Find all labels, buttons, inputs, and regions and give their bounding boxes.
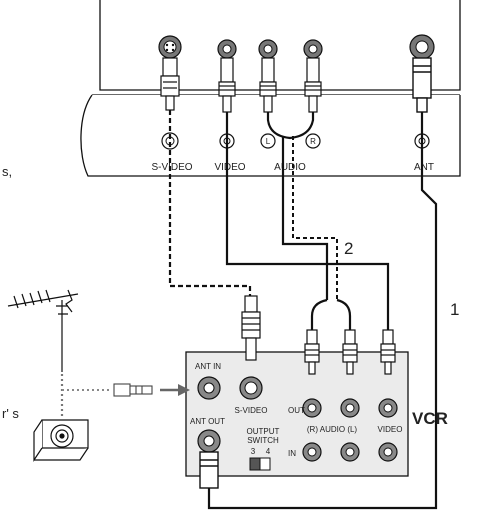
tv-audio-l-jack: L — [260, 133, 276, 149]
cable-2-solid — [281, 136, 329, 300]
switch-pos-4: 4 — [266, 447, 271, 456]
vcr-video-label: VIDEO — [378, 425, 403, 434]
vcr-ant-in-label: ANT IN — [195, 362, 221, 371]
tv-ant-jack-top — [409, 34, 435, 60]
tv-audio-r-plug — [304, 57, 322, 113]
vcr-out-label: OUT — [288, 406, 305, 415]
tv-audio-l-mark: L — [266, 137, 271, 146]
tv-audio-r-jack-top — [303, 39, 323, 59]
vcr-audio-r-plug — [304, 329, 320, 375]
audio-cable-vcr-end — [310, 298, 352, 330]
audio-cable-tv-end — [266, 112, 315, 140]
vcr-svideo-label: S-VIDEO — [235, 406, 268, 415]
left-text-fragment-2: r' s — [2, 406, 19, 421]
vcr-ant-out-label: ANT OUT — [190, 417, 225, 426]
tv-ant-label: ANT — [414, 162, 434, 173]
video-cable — [225, 112, 390, 330]
vcr-out-video-jack — [378, 398, 398, 418]
vcr-in-video-jack — [378, 442, 398, 462]
tv-audio-r-mark: R — [310, 137, 316, 146]
vcr-ant-out-plug — [199, 451, 219, 489]
wall-outlet-icon — [33, 419, 89, 462]
vcr-out-audio-r-jack — [302, 398, 322, 418]
cable-1-number: 1 — [450, 300, 459, 319]
vcr-in-audio-l-jack — [340, 442, 360, 462]
tv-audio-l-plug — [259, 57, 277, 113]
vcr-in-label: IN — [288, 449, 296, 458]
output-switch-label-2: SWITCH — [247, 436, 279, 445]
cable-2-dashed — [292, 136, 338, 300]
tv-video-label: VIDEO — [214, 162, 245, 173]
tv-video-plug — [218, 57, 236, 113]
arrow-head-icon — [178, 384, 190, 396]
left-text-fragment-1: s, — [2, 164, 12, 179]
tv-svideo-plug — [160, 57, 180, 111]
tv-svideo-label: S-VIDEO — [151, 162, 192, 173]
tv-video-jack-top — [217, 39, 237, 59]
vcr-video-plug — [380, 329, 396, 375]
vcr-panel — [185, 351, 409, 477]
tv-svideo-jack-top — [158, 35, 182, 59]
tv-audio-l-jack-top — [258, 39, 278, 59]
vcr-title: VCR — [412, 409, 448, 428]
cable-1 — [207, 112, 438, 510]
vcr-svideo-plug — [241, 295, 261, 361]
output-switch-label-1: OUTPUT — [247, 427, 280, 436]
output-switch — [249, 457, 271, 471]
vcr-audio-row-label: (R) AUDIO (L) — [307, 425, 358, 434]
vcr-out-audio-l-jack — [340, 398, 360, 418]
vcr-ant-out-jack — [197, 429, 221, 453]
coax-adapter-icon — [113, 383, 153, 397]
vcr-svideo-jack — [239, 376, 263, 400]
tv-ant-plug — [412, 57, 432, 113]
vcr-in-audio-r-jack — [302, 442, 322, 462]
svideo-cable — [168, 110, 252, 296]
vcr-ant-in-jack — [197, 376, 221, 400]
switch-pos-3: 3 — [251, 447, 256, 456]
cable-2-number: 2 — [344, 239, 353, 258]
antenna-icon — [7, 289, 79, 372]
vcr-audio-l-plug — [342, 329, 358, 375]
tv-audio-r-jack: R — [305, 133, 321, 149]
tv-audio-label: AUDIO — [274, 162, 306, 173]
